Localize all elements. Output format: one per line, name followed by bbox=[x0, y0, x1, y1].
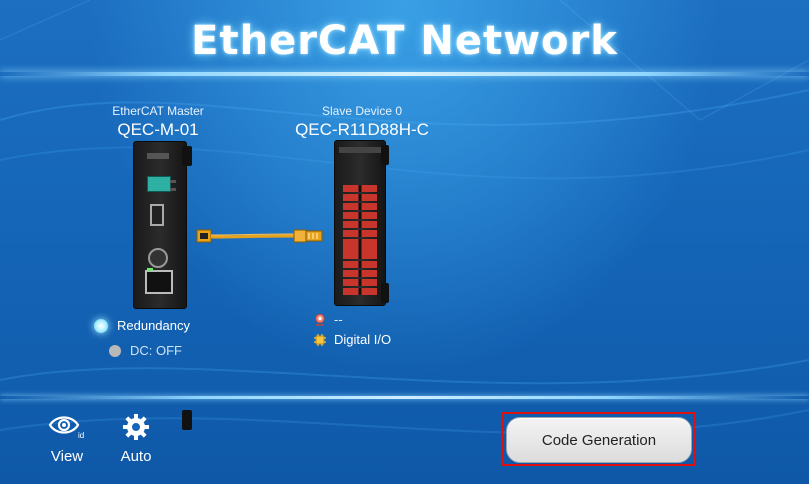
power-connector bbox=[147, 176, 171, 192]
slave-alias: -- bbox=[313, 312, 343, 327]
dc-status: DC: OFF bbox=[109, 343, 182, 358]
master-model: QEC-M-01 bbox=[117, 120, 199, 139]
status-led bbox=[170, 188, 176, 191]
master-caption: EtherCAT Master QEC-M-01 bbox=[90, 104, 226, 140]
slave-device-latch bbox=[381, 145, 389, 165]
location-pin-icon bbox=[315, 313, 325, 326]
master-device-latch bbox=[182, 410, 192, 430]
redundancy-label: Redundancy bbox=[117, 318, 190, 333]
slave-device-nameplate bbox=[339, 147, 381, 153]
usb-port bbox=[150, 204, 164, 226]
ethernet-cable bbox=[196, 229, 323, 243]
slave-alias-value: -- bbox=[334, 312, 343, 327]
master-device-image[interactable] bbox=[133, 141, 192, 430]
status-led bbox=[170, 180, 176, 183]
slave-device-latch bbox=[381, 283, 389, 303]
chip-icon bbox=[314, 333, 326, 346]
slave-model: QEC-R11D88H-C bbox=[295, 120, 429, 139]
page-title: EtherCAT Network bbox=[191, 18, 618, 64]
master-caption-label: EtherCAT Master bbox=[112, 104, 204, 118]
master-device-label-strip bbox=[147, 153, 169, 159]
dc-label: DC: OFF bbox=[130, 343, 182, 358]
ethernet-port bbox=[145, 268, 173, 294]
slave-device-image[interactable] bbox=[334, 140, 389, 306]
title-divider bbox=[0, 72, 809, 76]
input-terminal-block bbox=[343, 185, 377, 257]
dc-indicator bbox=[109, 344, 121, 357]
auto-button[interactable]: Auto bbox=[113, 412, 159, 465]
slave-caption: Slave Device 0 QEC-R11D88H-C bbox=[288, 104, 436, 140]
slave-type: Digital I/O bbox=[313, 332, 391, 347]
code-generation-highlight bbox=[501, 412, 695, 466]
toolbar-divider bbox=[0, 396, 809, 399]
view-label: View bbox=[50, 448, 84, 465]
code-generation-button[interactable]: Code Generation bbox=[506, 417, 692, 463]
port-led bbox=[147, 268, 153, 271]
auto-label: Auto bbox=[120, 448, 152, 465]
output-terminal-block bbox=[343, 243, 377, 297]
redundancy-status: Redundancy bbox=[94, 318, 190, 333]
slave-caption-label: Slave Device 0 bbox=[321, 104, 403, 118]
gear-icon bbox=[123, 414, 149, 440]
slave-type-label: Digital I/O bbox=[334, 332, 392, 347]
view-button[interactable]: id View bbox=[44, 412, 90, 465]
redundancy-indicator bbox=[94, 318, 108, 333]
rotary-switch bbox=[148, 248, 168, 268]
master-device-latch bbox=[182, 146, 192, 166]
view-sub-label: id bbox=[78, 431, 84, 440]
eye-id-icon: id bbox=[48, 416, 84, 440]
